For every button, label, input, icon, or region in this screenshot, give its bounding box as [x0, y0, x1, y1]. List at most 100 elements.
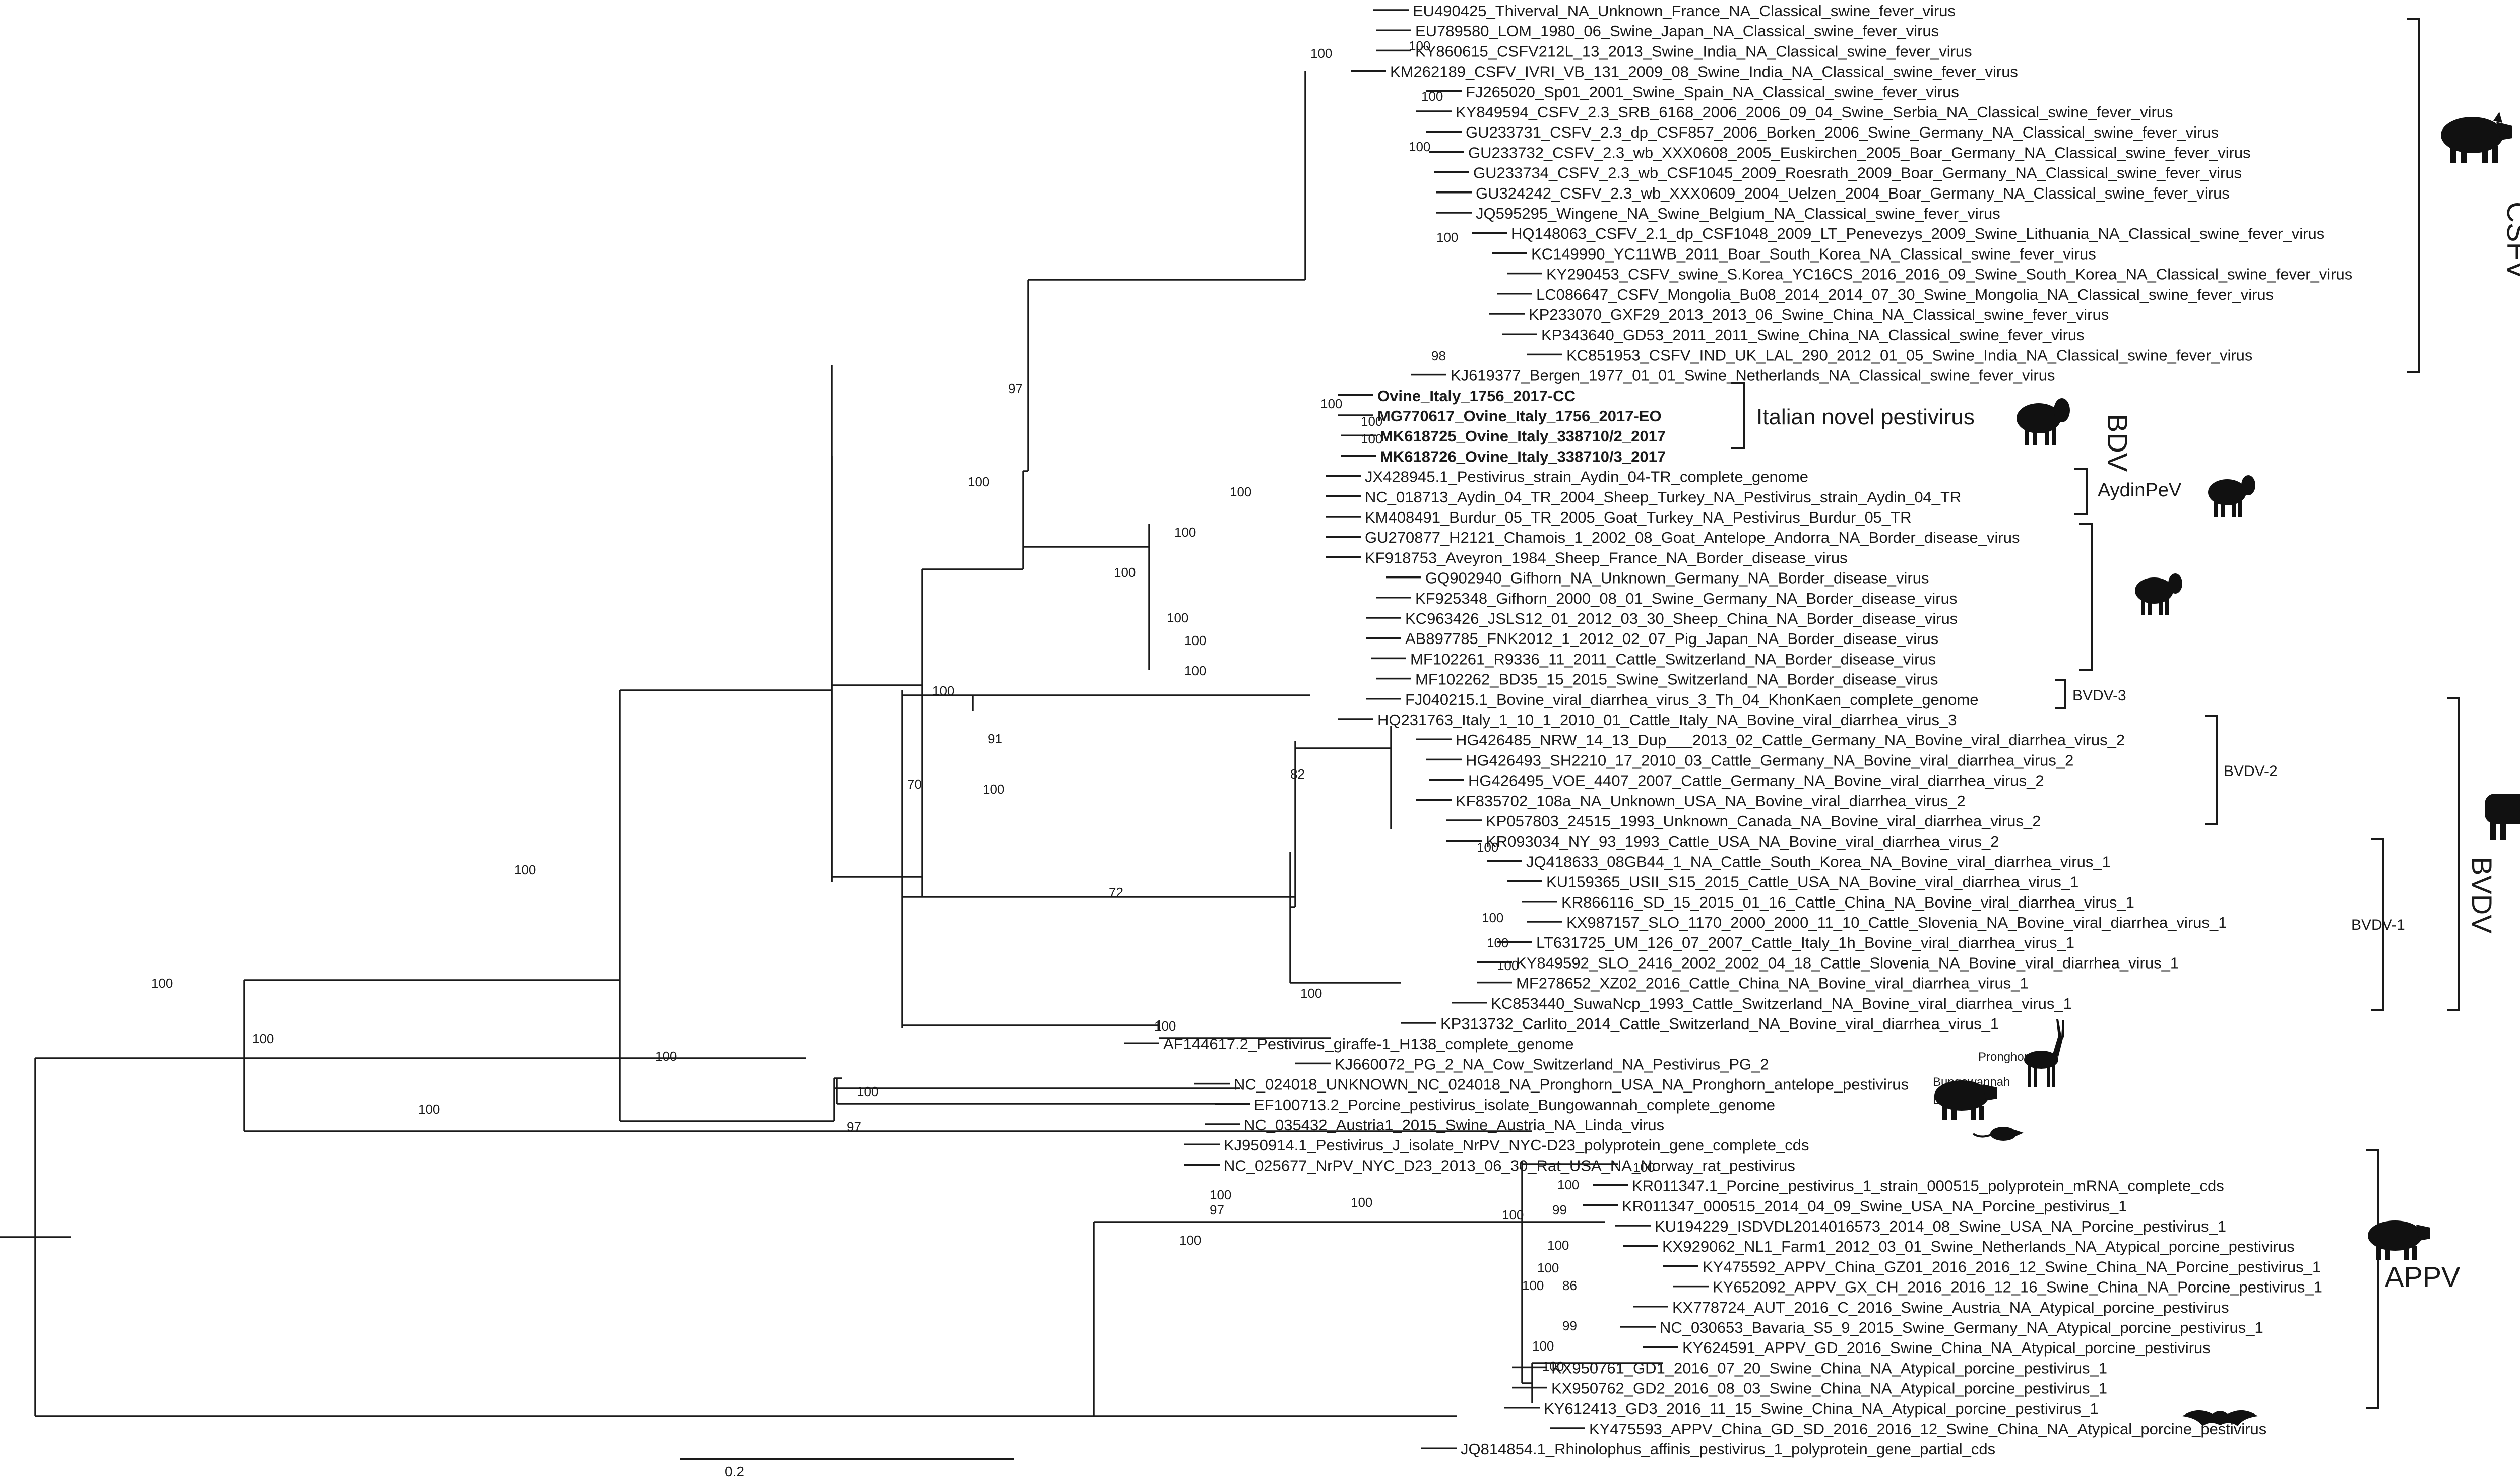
taxon-label: GU233734_CSFV_2.3_wb_CSF1045_2009_Roesra… — [1473, 164, 2242, 182]
bootstrap-label: 100 — [1532, 1338, 1554, 1354]
taxon-label: KY624591_APPV_GD_2016_Swine_China_NA_Aty… — [1682, 1339, 2211, 1357]
bootstrap-label: 100 — [1320, 396, 1342, 411]
bvdv-bracket — [2447, 697, 2460, 1011]
taxon-label: KF918753_Aveyron_1984_Sheep_France_NA_Bo… — [1365, 549, 1848, 566]
bootstrap-label: 100 — [1167, 610, 1188, 625]
taxon-label: MF278652_XZ02_2016_Cattle_China_NA_Bovin… — [1516, 975, 2029, 992]
taxon-label: NC_024018_UNKNOWN_NC_024018_NA_Pronghorn… — [1234, 1076, 1909, 1094]
taxon-label: KX950761_GD1_2016_07_20_Swine_China_NA_A… — [1551, 1359, 2107, 1377]
pig-icon — [2441, 112, 2512, 163]
bootstrap-label: 70 — [907, 777, 922, 792]
bootstrap-label: 100 — [1482, 910, 1503, 925]
taxon-label: KF835702_108a_NA_Unknown_USA_NA_Bovine_v… — [1456, 792, 1966, 810]
bvdv1-label: BVDV-1 — [2351, 917, 2405, 933]
appv-bracket — [2366, 1149, 2379, 1409]
bootstrap-label: 100 — [1542, 1359, 1564, 1374]
taxon-label: KY475592_APPV_China_GZ01_2016_2016_12_Sw… — [1703, 1258, 2321, 1275]
taxon-label: GU233732_CSFV_2.3_wb_XXX0608_2005_Euskir… — [1468, 144, 2251, 161]
taxon-label: KM262189_CSFV_IVRI_VB_131_2009_08_Swine_… — [1390, 63, 2018, 81]
taxon-label: KM408491_Burdur_05_TR_2005_Goat_Turkey_N… — [1365, 508, 1912, 526]
bootstrap-label: 100 — [1230, 484, 1251, 499]
bootstrap-label: 100 — [418, 1102, 440, 1117]
taxon-label: MF102262_BD35_15_2015_Swine_Switzerland_… — [1415, 671, 1938, 688]
taxon-labels: EU490425_Thiverval_NA_Unknown_France_NA_… — [1163, 2, 2352, 1458]
taxon-label: KC963426_JSLS12_01_2012_03_30_Sheep_Chin… — [1405, 610, 1958, 627]
bootstrap-label: 100 — [1310, 46, 1332, 61]
scale-bar-label: 0.2 — [725, 1464, 744, 1478]
bootstrap-label: 82 — [1290, 766, 1305, 782]
taxon-label: EF100713.2_Porcine_pestivirus_isolate_Bu… — [1254, 1096, 1775, 1114]
taxon-label: KP313732_Carlito_2014_Cattle_Switzerland… — [1440, 1015, 1999, 1033]
bootstrap-label: 100 — [1154, 1018, 1176, 1034]
taxon-label: LT631725_UM_126_07_2007_Cattle_Italy_1h_… — [1536, 934, 2074, 951]
bootstrap-label: 99 — [1562, 1318, 1577, 1333]
csfv-label: CSFV — [2501, 202, 2520, 280]
bootstrap-label: 100 — [983, 782, 1004, 797]
taxon-label: MG770617_Ovine_Italy_1756_2017-EO — [1377, 407, 1662, 425]
tree-branches — [0, 9, 1709, 1449]
taxon-label: JQ418633_08GB44_1_NA_Cattle_South_Korea_… — [1526, 853, 2111, 870]
taxon-label: MF102261_R9336_11_2011_Cattle_Switzerlan… — [1410, 650, 1936, 668]
taxon-label: KY652092_APPV_GX_CH_2016_2016_12_16_Swin… — [1713, 1278, 2322, 1296]
bootstrap-label: 100 — [1184, 633, 1206, 648]
taxon-label: LC086647_CSFV_Mongolia_Bu08_2014_2014_07… — [1536, 286, 2274, 303]
bootstrap-label: 100 — [1184, 663, 1206, 678]
taxon-label: KJ660072_PG_2_NA_Cow_Switzerland_NA_Pest… — [1335, 1055, 1769, 1073]
bootstrap-label: 98 — [1431, 348, 1446, 363]
taxon-label: KX950762_GD2_2016_08_03_Swine_China_NA_A… — [1551, 1380, 2107, 1397]
antelope-icon — [2024, 1019, 2064, 1087]
taxon-label: JQ814854.1_Rhinolophus_affinis_pestiviru… — [1461, 1440, 1995, 1458]
bootstrap-label: 100 — [1351, 1195, 1372, 1210]
taxon-label: KP343640_GD53_2011_2011_Swine_China_NA_C… — [1541, 326, 2085, 344]
bootstrap-label: 100 — [1179, 1233, 1201, 1248]
bvdv3-bracket — [2055, 679, 2066, 709]
bvdv1-bracket — [2371, 838, 2384, 1011]
bootstrap-label: 100 — [1361, 431, 1382, 446]
bootstrap-label: 100 — [1537, 1260, 1559, 1275]
bootstrap-label: 97 — [847, 1119, 861, 1134]
bootstrap-label: 100 — [1300, 986, 1322, 1001]
bootstrap-label: 100 — [1409, 139, 1430, 154]
bdv-label: BDV — [2102, 414, 2133, 472]
bootstrap-label: 86 — [1562, 1278, 1577, 1293]
bvdv2-bracket — [2205, 715, 2218, 825]
bootstrap-label: 100 — [1174, 525, 1196, 540]
taxon-label: AF144617.2_Pestivirus_giraffe-1_H138_com… — [1163, 1035, 1574, 1053]
taxon-label: KJ619377_Bergen_1977_01_01_Swine_Netherl… — [1451, 367, 2055, 384]
taxon-label: HG426495_VOE_4407_2007_Cattle_Germany_NA… — [1468, 772, 2044, 790]
bootstrap-label: 100 — [1114, 565, 1136, 580]
bvdv3-label: BVDV-3 — [2072, 687, 2126, 704]
taxon-label: KX987157_SLO_1170_2000_2000_11_10_Cattle… — [1566, 914, 2227, 931]
appv-label: APPV — [2385, 1261, 2461, 1293]
taxon-label: MK618725_Ovine_Italy_338710/2_2017 — [1380, 427, 1666, 445]
italian-label: Italian novel pestivirus — [1756, 405, 1975, 429]
bvdv2-label: BVDV-2 — [2224, 763, 2278, 780]
bat-icon — [2182, 1410, 2258, 1426]
bootstrap-label: 100 — [1547, 1238, 1569, 1253]
bootstrap-label: 100 — [151, 976, 173, 991]
bootstrap-label: 100 — [1522, 1278, 1544, 1293]
taxon-label: KP057803_24515_1993_Unknown_Canada_NA_Bo… — [1486, 812, 2041, 830]
taxon-label: GQ902940_Gifhorn_NA_Unknown_Germany_NA_B… — [1425, 569, 1929, 587]
bootstrap-label: 100 — [252, 1031, 274, 1046]
taxon-label: KY475593_APPV_China_GD_SD_2016_2016_12_S… — [1589, 1420, 2266, 1438]
taxon-label: KX929062_NL1_Farm1_2012_03_01_Swine_Neth… — [1662, 1238, 2295, 1255]
taxon-label: KC851953_CSFV_IND_UK_LAL_290_2012_01_05_… — [1566, 346, 2252, 364]
taxon-label: GU324242_CSFV_2.3_wb_XXX0609_2004_Uelzen… — [1476, 184, 2230, 202]
taxon-label: Ovine_Italy_1756_2017-CC — [1377, 387, 1576, 405]
taxon-label: AB897785_FNK2012_1_2012_02_07_Pig_Japan_… — [1405, 630, 1938, 648]
taxon-label: KX778724_AUT_2016_C_2016_Swine_Austria_N… — [1672, 1299, 2229, 1316]
taxon-label: NC_035432_Austria1_2015_Swine_Austria_NA… — [1244, 1116, 1664, 1134]
bootstrap-label: 100 — [1421, 89, 1443, 104]
taxon-label: KU194229_ISDVDL2014016573_2014_08_Swine_… — [1655, 1217, 2226, 1235]
csfv-bracket — [2407, 18, 2420, 373]
bootstrap-label: 100 — [514, 862, 536, 877]
taxon-label: KP233070_GXF29_2013_2013_06_Swine_China_… — [1529, 306, 2109, 324]
taxon-label: KY849594_CSFV_2.3_SRB_6168_2006_2006_09_… — [1456, 103, 2173, 121]
italian-bracket — [1731, 382, 1745, 449]
taxon-label: HQ148063_CSFV_2.1_dp_CSF1048_2009_LT_Pen… — [1511, 225, 2324, 242]
bootstrap-label: 72 — [1109, 885, 1123, 900]
taxon-label: KR866116_SD_15_2015_01_16_Cattle_China_N… — [1561, 893, 2134, 911]
